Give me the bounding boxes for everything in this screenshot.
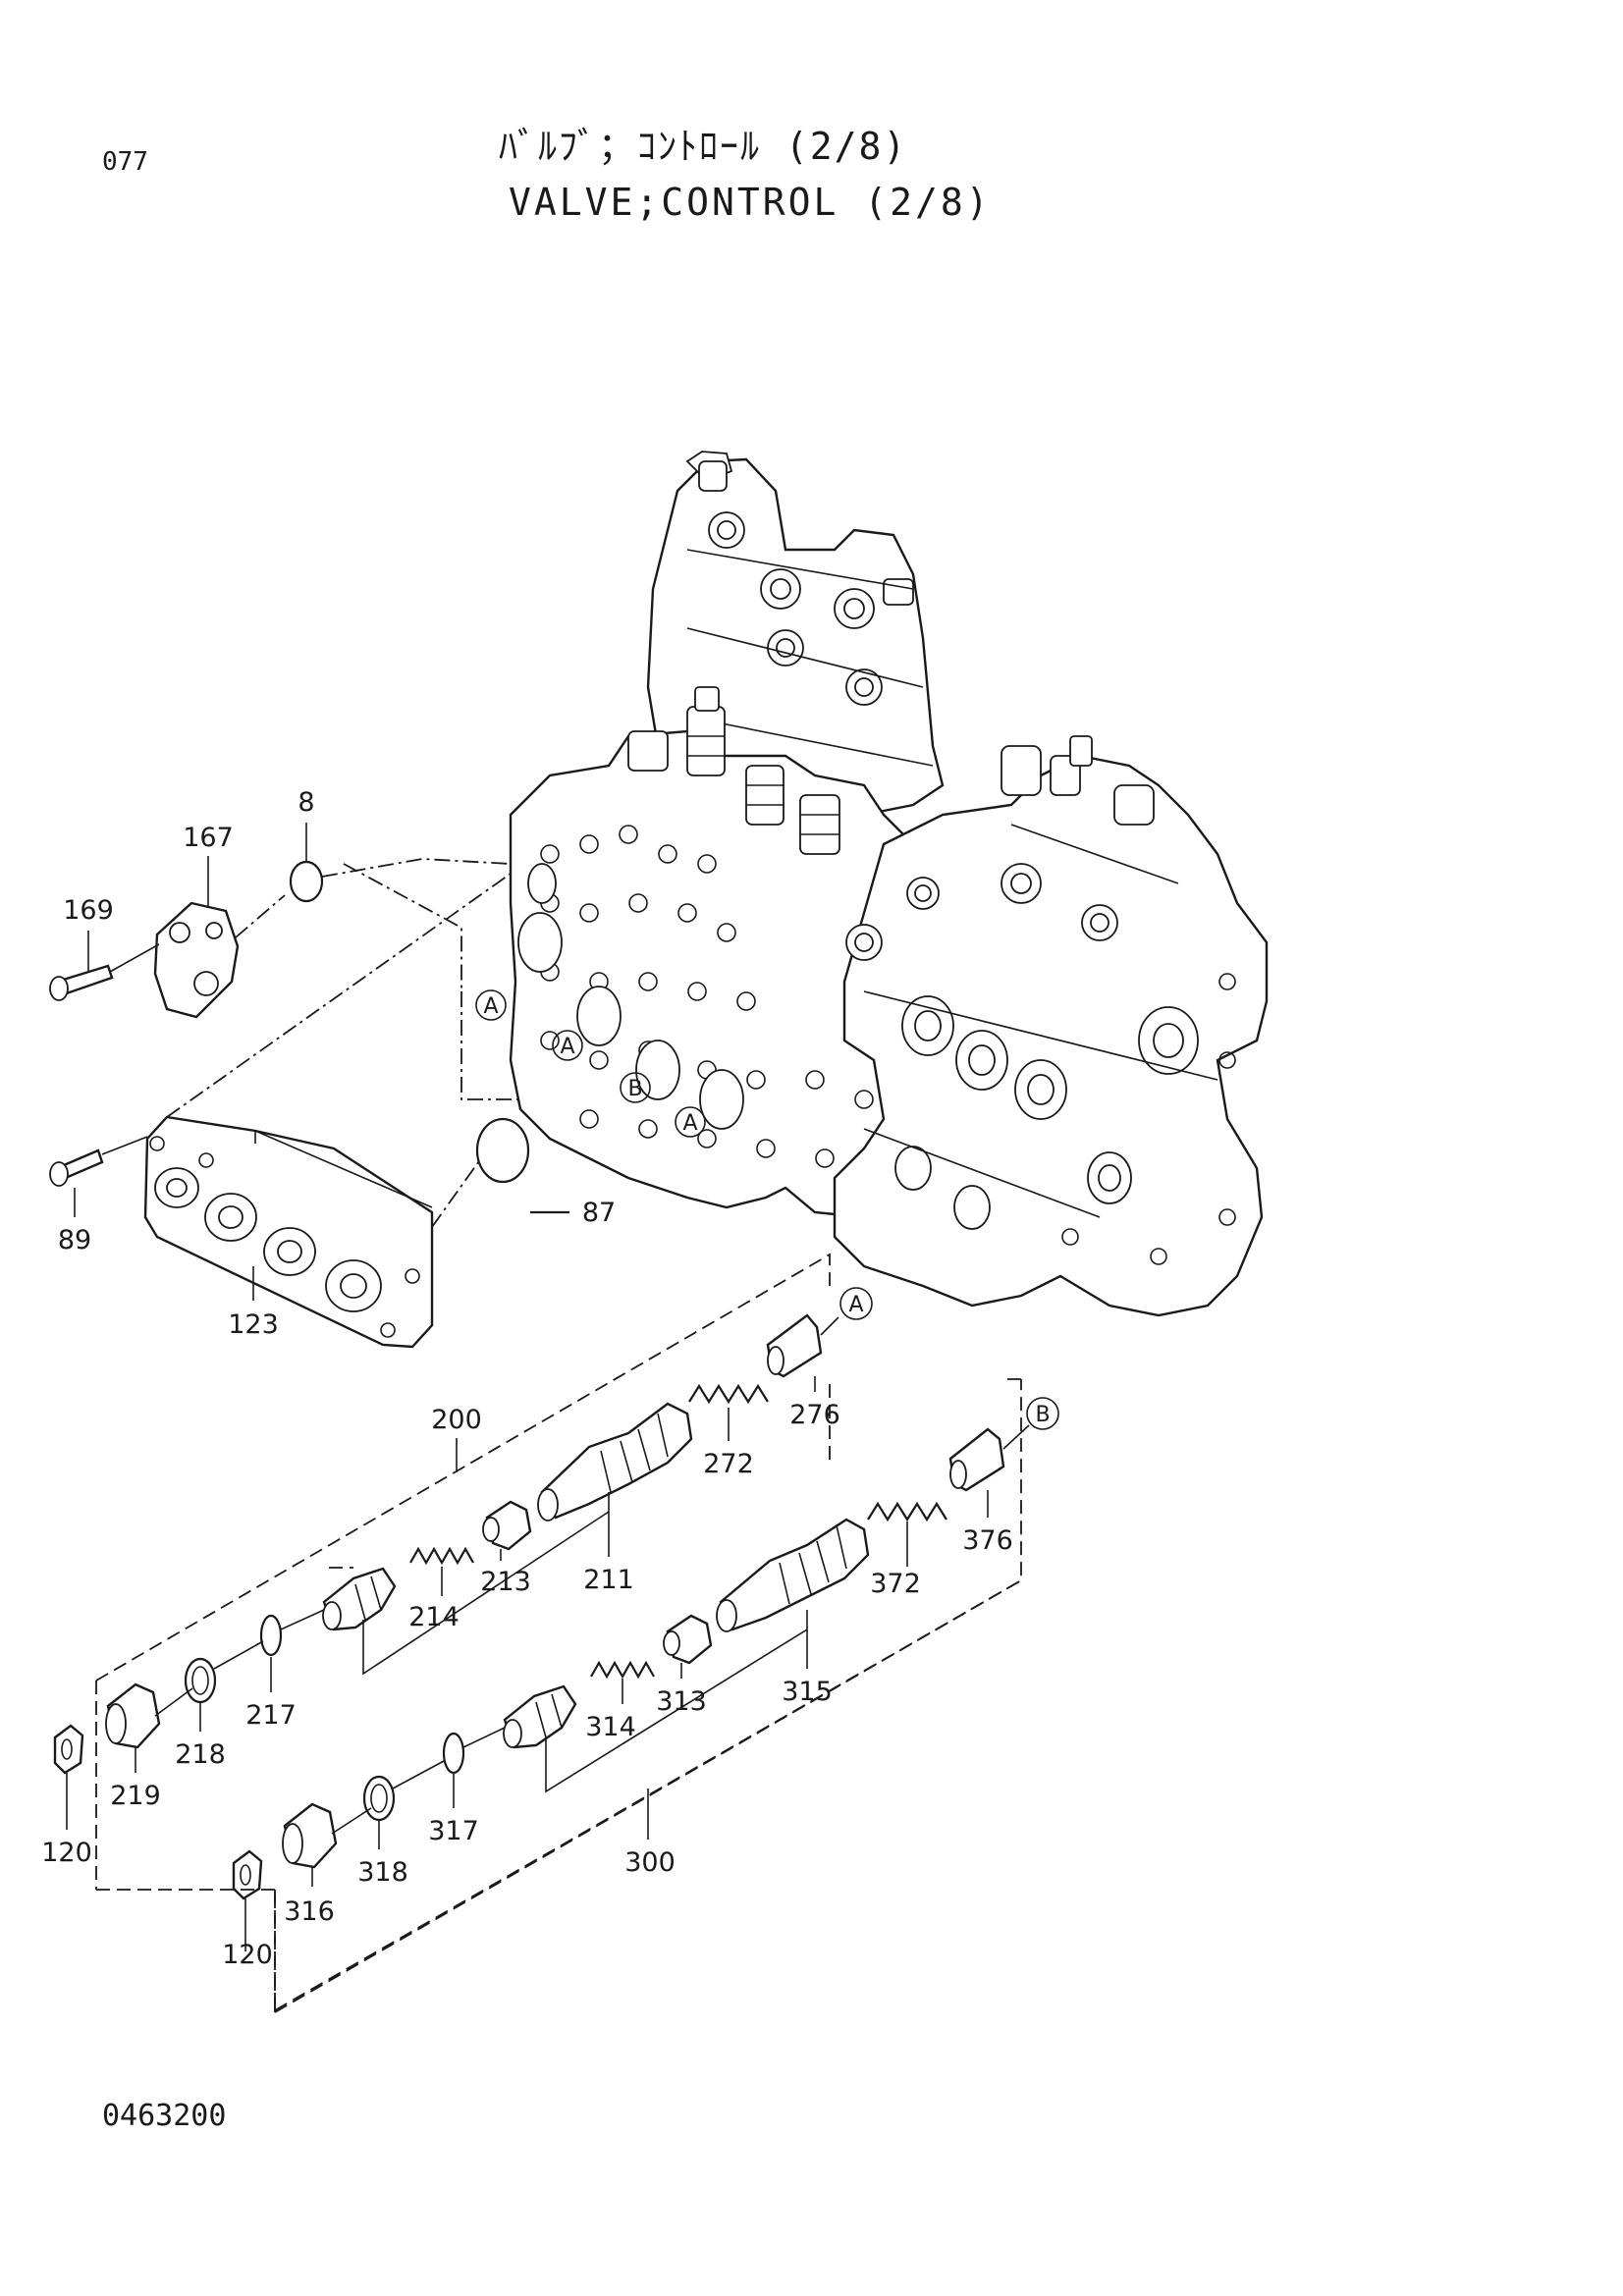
part-label-272: 272 [703, 1449, 754, 1479]
part-label-219: 219 [110, 1781, 161, 1811]
page-title-japanese: ﾊﾞﾙﾌﾞ；ｺﾝﾄﾛｰﾙ (2/8) [499, 125, 908, 168]
ref-mark-a: A [560, 1035, 574, 1059]
control-valve-assembly-drawing [509, 451, 1269, 1317]
part-label-120-lower: 120 [222, 1940, 273, 1970]
spool-315 [719, 1518, 870, 1631]
ref-mark-a: A [682, 1111, 697, 1136]
ring-318 [362, 1775, 396, 1822]
part-label-316: 316 [284, 1896, 335, 1927]
part-label-300: 300 [624, 1847, 676, 1878]
part-label-8: 8 [298, 787, 314, 818]
ref-mark-b: B [627, 1077, 642, 1101]
o-ring-8 [289, 860, 324, 903]
part-label-87: 87 [582, 1198, 616, 1228]
part-label-314: 314 [585, 1712, 636, 1742]
spring-272 [688, 1383, 769, 1405]
spool-assembly-300 [232, 1378, 1030, 2011]
part-number-labels: 8 167 169 87 89 123 200 276 272 213 211 … [41, 787, 1013, 1970]
spool-211 [540, 1402, 693, 1520]
part-label-211: 211 [583, 1565, 634, 1595]
part-label-218: 218 [175, 1739, 226, 1770]
part-label-372: 372 [870, 1569, 921, 1599]
spring-214 [409, 1546, 474, 1566]
valve-body-reference-marks: A A B A [460, 989, 706, 1138]
leader-lines [66, 823, 989, 2012]
o-ring-217 [259, 1614, 283, 1657]
part-label-315: 315 [782, 1677, 833, 1707]
ring-218 [184, 1657, 217, 1704]
ref-mark-a: A [483, 994, 498, 1019]
valve-body-bolt-pattern [540, 825, 943, 1168]
part-label-317: 317 [428, 1816, 479, 1846]
part-label-214: 214 [408, 1602, 460, 1632]
plate-120-upper [53, 1724, 84, 1775]
spring-314 [590, 1660, 655, 1680]
cover-167-group [49, 858, 512, 1019]
cover-123-group [49, 873, 569, 1349]
spool-end-reference-marks: A B [839, 1287, 1059, 1430]
part-label-217: 217 [245, 1700, 297, 1731]
part-label-120-upper: 120 [41, 1838, 92, 1868]
part-label-89: 89 [58, 1225, 91, 1255]
document-code: 0463200 [102, 2099, 227, 2133]
part-label-169: 169 [63, 895, 114, 926]
page-title: VALVE;CONTROL (2/8) [509, 181, 992, 224]
part-label-318: 318 [357, 1857, 408, 1888]
o-ring-87 [475, 1117, 530, 1184]
part-label-200: 200 [431, 1405, 482, 1435]
part-label-123: 123 [228, 1309, 279, 1340]
part-label-213: 213 [480, 1567, 531, 1597]
ref-mark-a: A [848, 1293, 863, 1317]
page-number: 077 [102, 147, 148, 177]
spool-assembly-200 [53, 1253, 839, 1890]
assembly-boundary-200 [96, 1889, 276, 2010]
ref-mark-b: B [1035, 1403, 1050, 1427]
plate-120-lower [232, 1849, 263, 1900]
part-label-376: 376 [962, 1525, 1013, 1556]
part-label-167: 167 [183, 823, 234, 853]
part-label-313: 313 [656, 1686, 707, 1717]
ref-mark-a-circle [475, 989, 507, 1021]
part-label-276: 276 [789, 1400, 840, 1430]
o-ring-317 [442, 1732, 465, 1775]
spring-372 [867, 1501, 947, 1522]
